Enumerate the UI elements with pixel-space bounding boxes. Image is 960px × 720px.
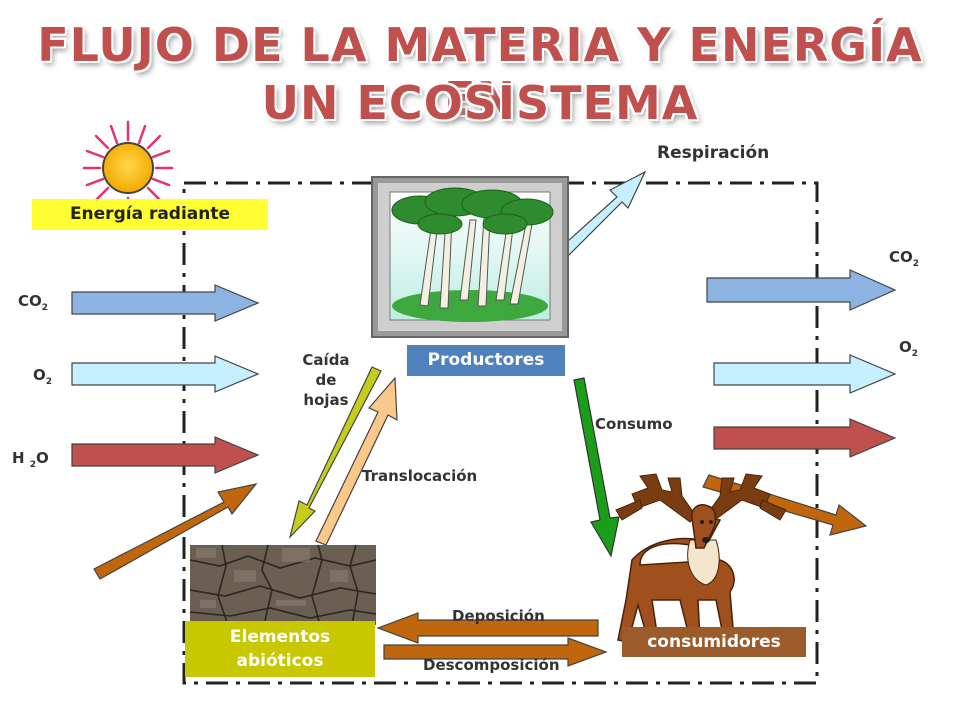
o2-input-arrow bbox=[71, 355, 260, 393]
deposicion-label: Deposición bbox=[452, 607, 545, 625]
o2-output-text: O bbox=[899, 338, 912, 356]
h2o-input-text-b: O bbox=[36, 449, 49, 467]
trees-picture bbox=[371, 176, 569, 338]
descomposicion-label: Descomposición bbox=[423, 656, 560, 674]
productores-box: Productores bbox=[407, 345, 565, 376]
co2-input-sub: 2 bbox=[41, 303, 49, 313]
consumo-arrow bbox=[573, 377, 620, 558]
caida-label-line3: hojas bbox=[303, 391, 349, 409]
deer-icon bbox=[615, 473, 787, 643]
h2o-input-label: H 2O bbox=[12, 449, 49, 470]
caida-label-line2: de bbox=[315, 371, 337, 389]
h2o-input-sub: 2 bbox=[29, 460, 37, 470]
respiracion-label: Respiración bbox=[657, 143, 770, 163]
h2o-input-arrow bbox=[71, 436, 260, 474]
h2o-input-text-a: H bbox=[12, 449, 30, 467]
translocacion-label: Translocación bbox=[362, 467, 478, 485]
elementos-abioticos-box: Elementos abióticos bbox=[185, 621, 375, 677]
co2-output-label: CO2 bbox=[889, 248, 919, 269]
o2-output-label: O2 bbox=[899, 338, 918, 359]
caida-hojas-arrow bbox=[288, 366, 382, 540]
consumidores-box: consumidores bbox=[622, 627, 806, 657]
caida-hojas-label: Caída de hojas bbox=[296, 350, 356, 410]
consumidores-label: consumidores bbox=[647, 632, 781, 652]
abioticos-label-line1: Elementos bbox=[229, 627, 331, 647]
title-line-1: FLUJO DE LA MATERIA Y ENERGÍA EN bbox=[37, 18, 923, 126]
consumo-label: Consumo bbox=[595, 415, 673, 433]
co2-output-arrow bbox=[706, 269, 897, 311]
o2-output-arrow bbox=[713, 354, 897, 394]
cracked-soil-picture bbox=[189, 544, 377, 626]
descomposicion-arrow bbox=[383, 637, 608, 667]
caida-label-line1: Caída bbox=[302, 351, 350, 369]
title-line-2: UN ECOSISTEMA bbox=[261, 76, 699, 130]
co2-input-label: CO2 bbox=[18, 292, 48, 313]
o2-input-sub: 2 bbox=[45, 377, 53, 387]
o2-output-sub: 2 bbox=[911, 349, 919, 359]
h2o-output-arrow bbox=[713, 418, 897, 458]
co2-input-arrow bbox=[71, 284, 260, 322]
co2-output-text: CO bbox=[889, 248, 913, 266]
co2-input-text: CO bbox=[18, 292, 42, 310]
energy-input-arrow bbox=[93, 483, 258, 580]
energia-radiante-box: Energía radiante bbox=[32, 199, 268, 230]
deposicion-arrow bbox=[376, 612, 599, 644]
productores-label: Productores bbox=[427, 350, 545, 370]
energia-radiante-label: Energía radiante bbox=[69, 204, 231, 224]
translocacion-arrow bbox=[315, 376, 398, 546]
abioticos-label-line2: abióticos bbox=[236, 651, 324, 671]
co2-output-sub: 2 bbox=[912, 259, 920, 269]
o2-input-text: O bbox=[33, 366, 46, 384]
o2-input-label: O2 bbox=[33, 366, 52, 387]
